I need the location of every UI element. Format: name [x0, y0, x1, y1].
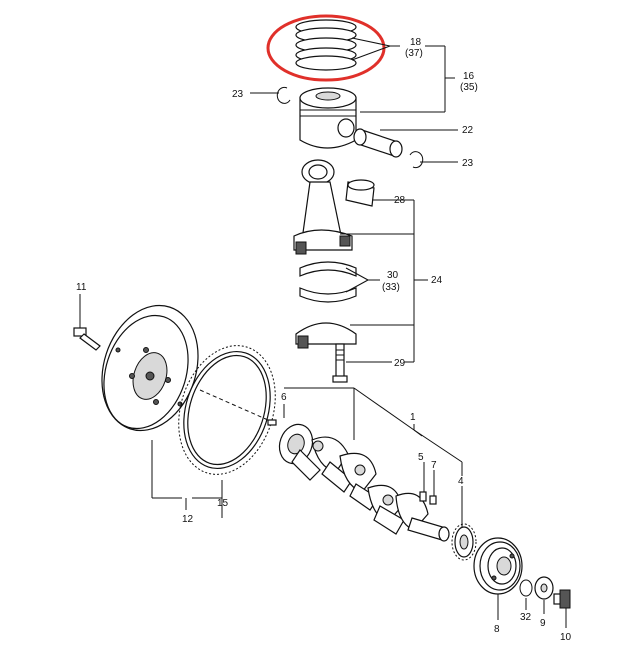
label-7: 7: [431, 460, 437, 471]
circlip-icon-left[interactable]: [276, 86, 291, 104]
label-12: 12: [182, 514, 194, 525]
pulley-icon[interactable]: [473, 537, 523, 595]
label-32: 32: [520, 612, 532, 623]
label-23-left: 23: [232, 89, 244, 100]
ring-gear-icon[interactable]: [163, 333, 291, 487]
dowel-pin-icon[interactable]: [267, 419, 277, 426]
leader-lines-30: [345, 267, 380, 293]
leader-lines-crank: [284, 387, 463, 528]
leader-lines-12-15: [151, 440, 223, 518]
label-29: 29: [394, 358, 406, 369]
label-1: 1: [410, 412, 416, 423]
label-11: 11: [76, 282, 87, 293]
label-24: 24: [431, 275, 443, 286]
key-icon-7[interactable]: [429, 495, 437, 505]
piston-pin-icon[interactable]: [353, 128, 403, 158]
gear-icon[interactable]: [451, 523, 477, 561]
label-10: 10: [560, 632, 572, 643]
flywheel-icon[interactable]: [86, 293, 213, 443]
rod-cap-icon[interactable]: [295, 322, 357, 349]
label-30: 30: [387, 270, 399, 281]
piston-icon[interactable]: [299, 87, 357, 149]
label-15: 15: [217, 498, 229, 509]
label-33: (33): [382, 282, 400, 293]
label-6: 6: [281, 392, 287, 403]
bolt-icon-10[interactable]: [553, 589, 571, 609]
label-22: 22: [462, 125, 474, 136]
crankshaft-icon[interactable]: [274, 420, 450, 542]
bushing-icon[interactable]: [345, 179, 375, 207]
piston-rings-icon[interactable]: [295, 19, 357, 71]
label-18: 18: [410, 37, 422, 48]
alignment-line: [199, 389, 269, 421]
key-icon-5[interactable]: [419, 491, 427, 502]
bolt-icon-11[interactable]: [73, 327, 101, 351]
connecting-rod-icon[interactable]: [293, 159, 353, 255]
circlip-icon-right[interactable]: [409, 151, 424, 169]
label-35: (35): [460, 82, 478, 93]
bolt-icon-29[interactable]: [332, 343, 348, 383]
label-8: 8: [494, 624, 500, 635]
label-23-right: 23: [462, 158, 474, 169]
label-5: 5: [418, 452, 424, 463]
label-16: 16: [463, 71, 475, 82]
leader-lines-rings: [351, 37, 455, 113]
leader-lines-24: [340, 199, 428, 363]
label-37: (37): [405, 48, 423, 59]
o-ring-icon[interactable]: [519, 579, 533, 597]
bearing-icon[interactable]: [299, 261, 357, 303]
label-9: 9: [540, 618, 546, 629]
washer-icon[interactable]: [534, 576, 554, 600]
label-4: 4: [458, 476, 464, 487]
